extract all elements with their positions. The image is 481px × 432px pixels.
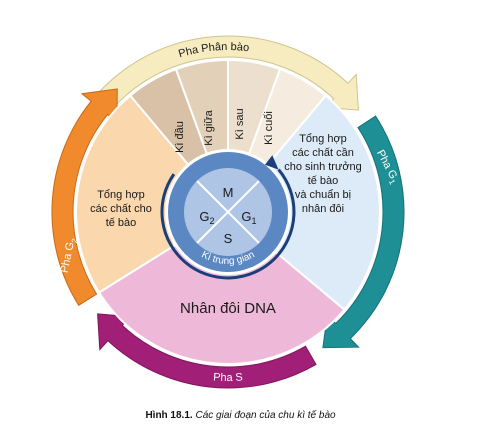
core-divider-b <box>196 180 260 244</box>
figure-caption: Hình 18.1. Các giai đoạn của chu kì tế b… <box>0 410 481 421</box>
s-sector <box>97 243 346 365</box>
mitosis-phase-arrow <box>78 35 359 131</box>
g1-sector-text-5: nhân đôi <box>302 203 344 215</box>
interphase-outer-arc <box>160 168 296 280</box>
metaphase-label: Kì giữa <box>203 109 215 145</box>
center-m: M <box>223 185 234 200</box>
s-sector-text: Nhân đôi DNA <box>180 300 276 317</box>
anaphase-label: Kì sau <box>234 108 246 139</box>
s-phase-label: Pha S <box>213 371 243 384</box>
prophase-label: Kì đầu <box>174 121 186 153</box>
g1-sector <box>266 94 381 312</box>
figure-caption-label: Hình 18.1. <box>145 410 193 421</box>
g1-phase-arrow <box>322 115 405 349</box>
s-phase-arrow <box>97 313 317 389</box>
figure-caption-text: Các giai đoạn của chu kì tế bào <box>195 410 336 421</box>
telophase-label: Kì cuối <box>263 111 275 145</box>
g1-sector-text-0: Tổng hợp <box>299 133 347 145</box>
g2-sector <box>75 94 190 294</box>
g1-sector-text-1: các chất cần <box>292 147 354 159</box>
center-g1: G1 <box>241 209 256 226</box>
g2-sector-text-1: các chất cho <box>90 203 152 215</box>
g1-sector-text-3: tế bào <box>308 175 339 187</box>
interphase-ring-label: Kì trung gian <box>199 249 256 267</box>
center-g2: G2 <box>199 209 214 226</box>
g2-sector-text-0: Tổng hợp <box>97 189 145 201</box>
g1-sector-text-2: cho sinh trưởng <box>284 161 362 173</box>
g1-sector-text-4: và chuẩn bị <box>295 189 351 201</box>
g2-sector-text-2: tế bào <box>106 217 137 229</box>
interphase-arrowhead <box>264 155 279 170</box>
g2-phase-arrow <box>51 88 118 306</box>
telophase-sector <box>247 67 328 166</box>
center-s: S <box>224 231 233 246</box>
